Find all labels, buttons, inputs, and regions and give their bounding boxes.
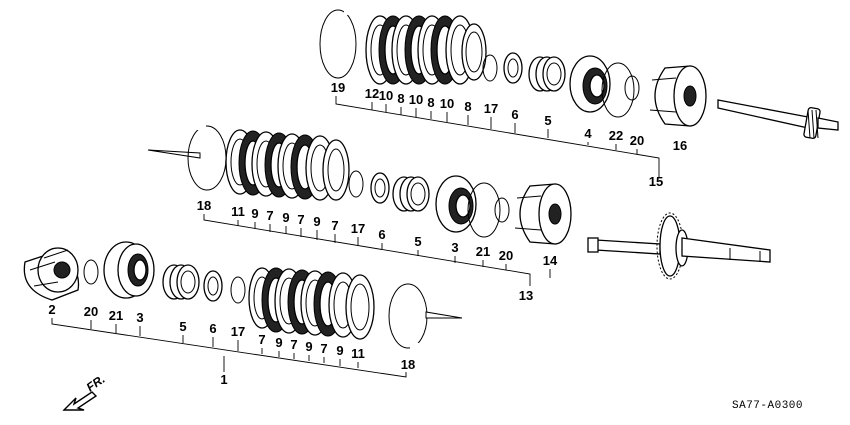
clutch-drum-14 bbox=[514, 183, 572, 245]
middle-assembly-labels: 18 11 9 7 9 7 9 7 17 6 5 3 21 20 14 13 bbox=[197, 198, 558, 303]
part-label: 6 bbox=[511, 107, 518, 122]
part-label: 5 bbox=[179, 319, 186, 334]
spring-retainer-6-bottom bbox=[203, 270, 223, 302]
part-label: 8 bbox=[397, 91, 404, 106]
pointer-arrow-middle bbox=[147, 149, 201, 159]
part-label: 8 bbox=[427, 95, 434, 110]
return-spring-5-middle bbox=[392, 176, 430, 212]
part-label: 7 bbox=[258, 332, 265, 347]
piston-3-middle bbox=[435, 175, 477, 233]
bottom-clutch-pack bbox=[248, 267, 375, 340]
o-ring-21-middle bbox=[467, 182, 501, 238]
part-label: 2 bbox=[48, 302, 55, 317]
part-label: 17 bbox=[484, 101, 498, 116]
clutch-drum-16 bbox=[649, 65, 707, 127]
part-label: 8 bbox=[464, 99, 471, 114]
part-label: 21 bbox=[109, 308, 123, 323]
part-label: 20 bbox=[630, 133, 644, 148]
part-label: 12 bbox=[365, 86, 379, 101]
piston-4 bbox=[569, 55, 611, 113]
part-label: 7 bbox=[266, 208, 273, 223]
direction-label: FR. bbox=[84, 372, 108, 395]
assembly-label: 13 bbox=[519, 288, 533, 303]
assembly-label: 1 bbox=[220, 372, 227, 387]
part-label: 21 bbox=[476, 244, 490, 259]
part-label: 7 bbox=[290, 337, 297, 352]
part-label: 5 bbox=[414, 234, 421, 249]
upper-shaft-with-gear bbox=[717, 99, 839, 139]
part-label: 11 bbox=[231, 204, 245, 219]
part-label: 11 bbox=[351, 346, 365, 361]
clutch-drum-2 bbox=[23, 247, 80, 301]
part-label: 7 bbox=[297, 212, 304, 227]
part-label: 6 bbox=[209, 321, 216, 336]
middle-leader-lines bbox=[203, 214, 551, 286]
front-arrow-icon bbox=[62, 391, 98, 411]
part-label: 18 bbox=[197, 198, 211, 213]
top-assembly-labels: 19 12 10 8 10 8 10 8 17 6 5 4 22 20 16 1… bbox=[331, 80, 687, 189]
part-label: 3 bbox=[451, 240, 458, 255]
part-label: 16 bbox=[673, 138, 687, 153]
pointer-arrow-bottom bbox=[425, 311, 463, 319]
middle-shaft-with-gear bbox=[587, 212, 771, 280]
middle-clutch-pack bbox=[225, 129, 350, 201]
part-label: 7 bbox=[320, 341, 327, 356]
spring-retainer-6-top bbox=[503, 52, 523, 84]
snap-ring-18-bottom bbox=[388, 283, 428, 349]
o-ring-20-top bbox=[624, 75, 640, 101]
part-label: 9 bbox=[313, 214, 320, 229]
part-label: 10 bbox=[379, 88, 393, 103]
part-label: 9 bbox=[282, 210, 289, 225]
part-label: 20 bbox=[84, 304, 98, 319]
part-label: 17 bbox=[231, 324, 245, 339]
part-label: 18 bbox=[401, 357, 415, 372]
o-ring-22 bbox=[601, 62, 635, 118]
top-leader-lines bbox=[335, 96, 660, 178]
diagram-code: SA77-A0300 bbox=[732, 400, 803, 412]
top-clutch-assembly: 19 12 10 8 10 8 10 8 17 6 5 4 22 20 16 1… bbox=[319, 9, 707, 189]
part-label: 9 bbox=[305, 339, 312, 354]
assembly-label: 15 bbox=[649, 174, 663, 189]
piston-bottom bbox=[103, 241, 155, 299]
part-label: 14 bbox=[543, 253, 558, 268]
middle-clutch-assembly: 18 11 9 7 9 7 9 7 17 6 5 3 21 20 14 13 bbox=[147, 124, 572, 303]
part-label: 22 bbox=[609, 128, 623, 143]
spring-retainer-6-middle bbox=[370, 172, 390, 204]
part-label: 6 bbox=[378, 227, 385, 242]
part-label: 17 bbox=[351, 221, 365, 236]
snap-ring-19 bbox=[319, 9, 357, 79]
return-spring-5-bottom bbox=[162, 264, 200, 300]
bottom-leader-lines bbox=[51, 318, 407, 378]
part-label: 5 bbox=[544, 113, 551, 128]
snap-ring-17-bottom bbox=[230, 276, 246, 304]
part-label: 9 bbox=[251, 206, 258, 221]
part-label: 3 bbox=[136, 310, 143, 325]
part-label: 19 bbox=[331, 80, 345, 95]
o-ring-20-middle bbox=[494, 197, 510, 223]
snap-ring-17-top bbox=[482, 54, 498, 82]
front-direction-indicator: FR. bbox=[62, 372, 108, 411]
part-label: 10 bbox=[440, 96, 454, 111]
o-ring-20-bottom bbox=[83, 259, 99, 285]
bottom-clutch-assembly: 2 20 21 3 5 6 17 7 9 7 9 7 9 11 18 1 bbox=[23, 241, 463, 387]
bottom-assembly-labels: 2 20 21 3 5 6 17 7 9 7 9 7 9 11 18 1 bbox=[48, 302, 415, 387]
part-label: 10 bbox=[409, 92, 423, 107]
part-label: 4 bbox=[584, 126, 592, 141]
return-spring-5-top bbox=[528, 56, 566, 92]
part-label: 9 bbox=[336, 343, 343, 358]
top-clutch-pack bbox=[365, 15, 487, 85]
part-label: 9 bbox=[275, 335, 282, 350]
part-label: 7 bbox=[331, 218, 338, 233]
snap-ring-17-middle bbox=[348, 170, 364, 198]
part-label: 20 bbox=[499, 248, 513, 263]
